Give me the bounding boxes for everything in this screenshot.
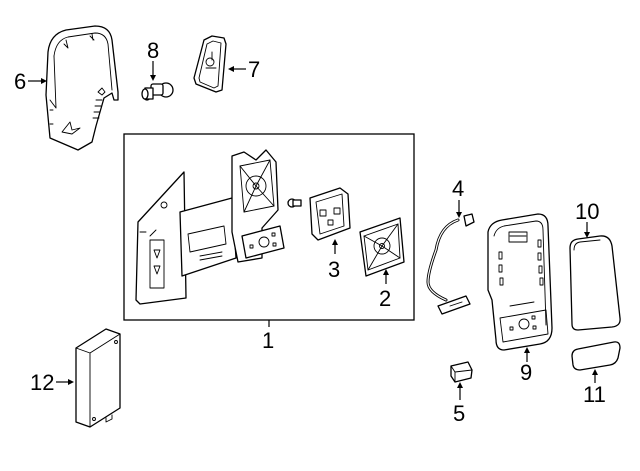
part-3-mounting-plate[interactable]	[309, 187, 351, 241]
screw	[287, 198, 302, 208]
callout-9: 9	[520, 360, 532, 385]
callout-11: 11	[583, 382, 606, 407]
part-5-connector[interactable]	[450, 361, 473, 383]
part-7-bracket[interactable]	[193, 35, 227, 93]
part-10-mirror-glass[interactable]	[569, 235, 621, 331]
callout-6: 6	[14, 69, 26, 94]
callout-3: 3	[328, 257, 340, 282]
callout-2: 2	[379, 286, 391, 311]
callout-10: 10	[575, 199, 599, 224]
part-4-wire-harness[interactable]	[426, 213, 475, 315]
part-6-mirror-cover[interactable]	[45, 25, 119, 151]
callout-4: 4	[452, 176, 464, 201]
callout-7: 7	[248, 57, 260, 82]
part-12-control-module[interactable]	[75, 328, 121, 428]
part-11-lower-mirror-glass[interactable]	[571, 341, 621, 371]
part-1-mirror-arm-assembly[interactable]	[135, 149, 285, 305]
part-8-stud[interactable]	[141, 82, 174, 101]
callout-12: 12	[30, 370, 54, 395]
callout-5: 5	[453, 401, 465, 426]
part-9-mirror-housing[interactable]	[487, 213, 553, 351]
callout-1: 1	[262, 328, 274, 353]
part-2-glass-actuator[interactable]	[359, 217, 405, 277]
callout-8: 8	[147, 38, 159, 63]
